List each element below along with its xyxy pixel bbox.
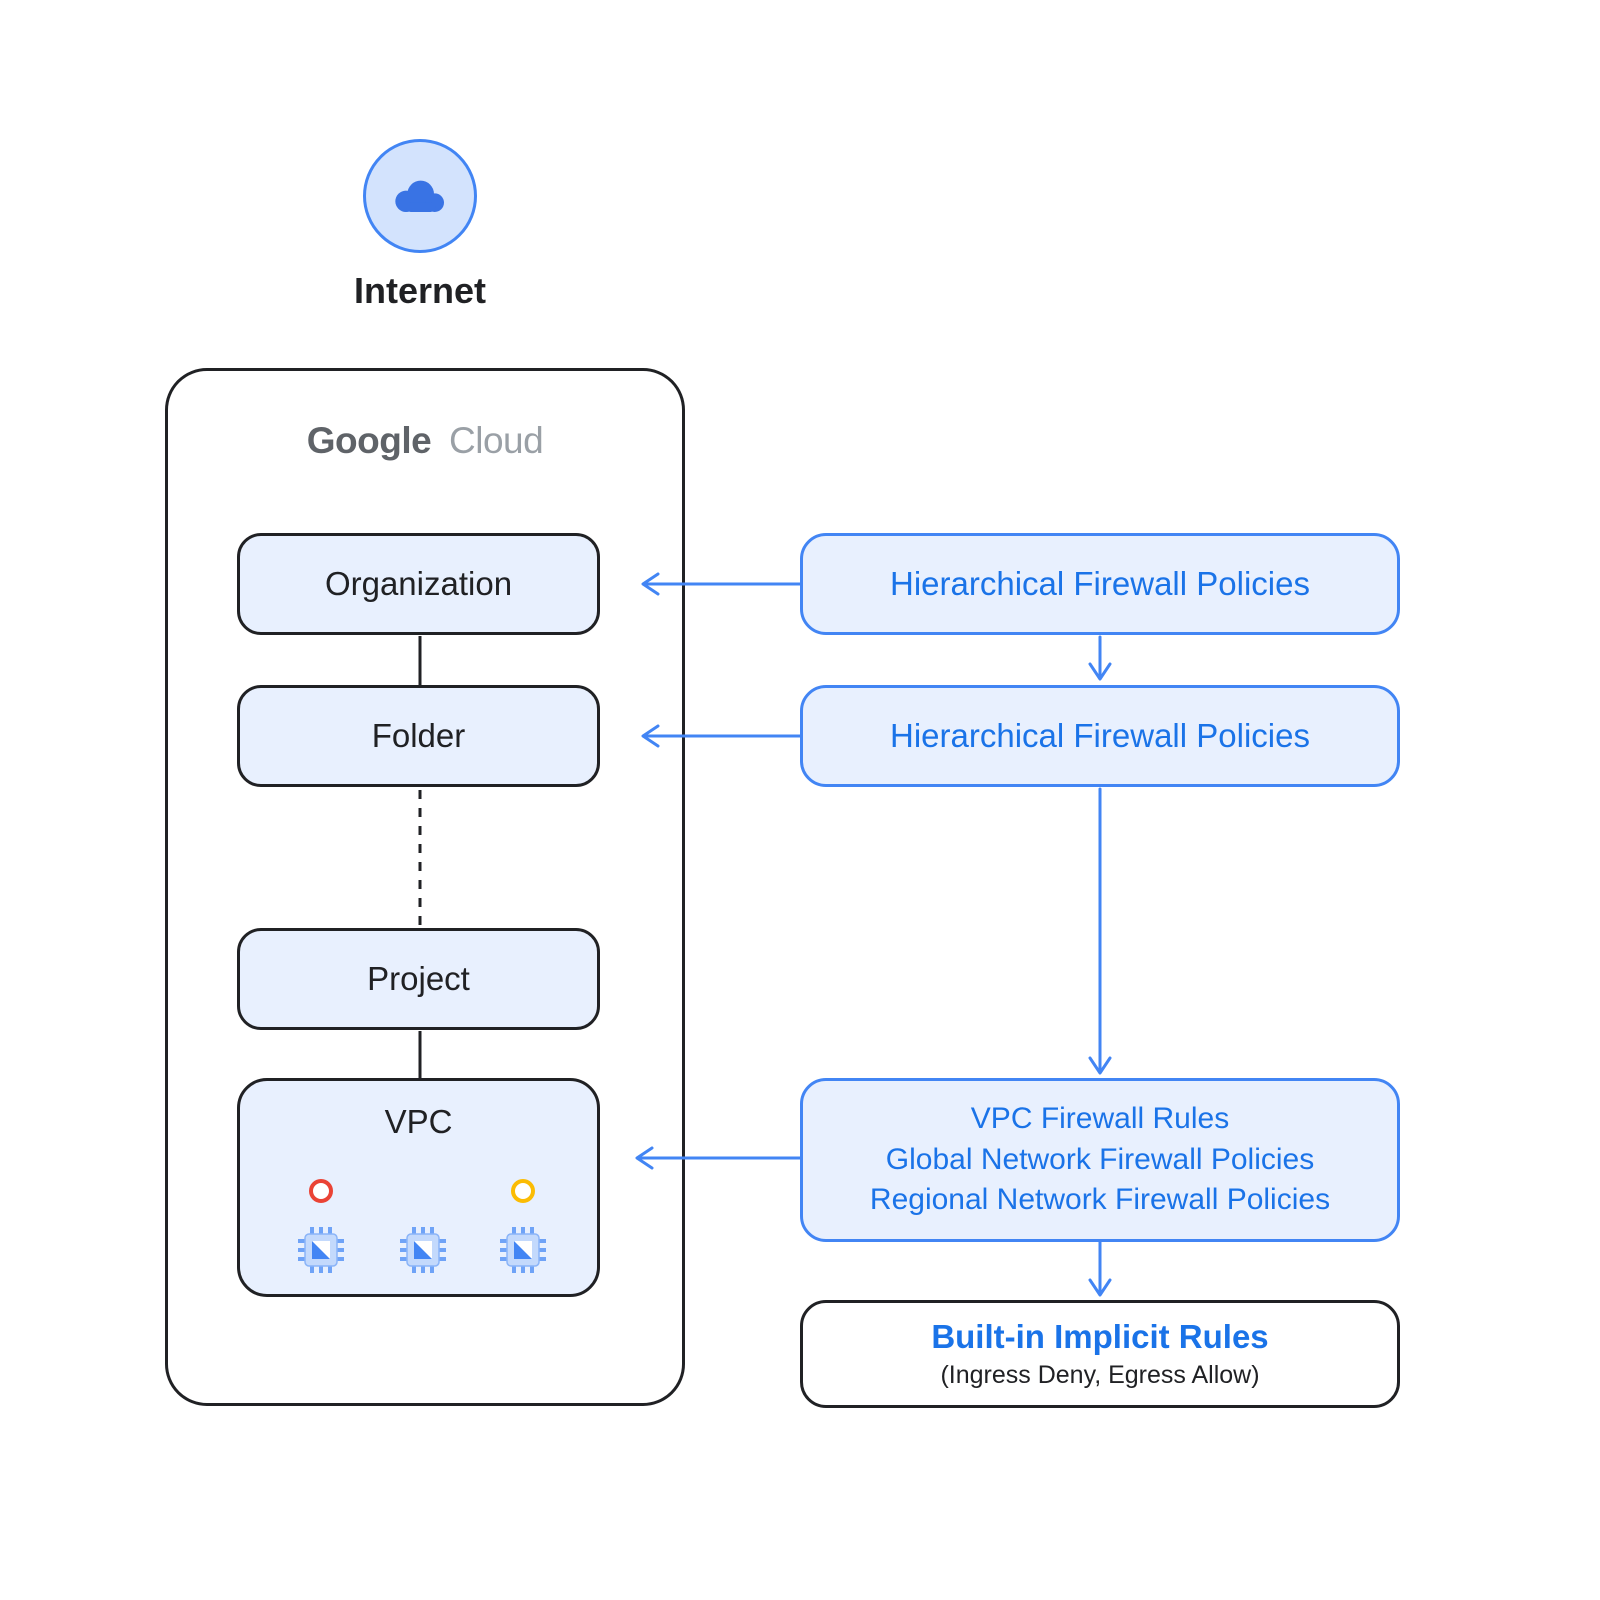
project-node: Project — [237, 928, 600, 1030]
builtin-implicit-rules-subtitle: (Ingress Deny, Egress Allow) — [940, 1361, 1260, 1389]
hierarchical-firewall-policies-label-1: Hierarchical Firewall Policies — [890, 565, 1310, 602]
organization-node: Organization — [237, 533, 600, 635]
vpc-firewall-rules-line-3: Regional Network Firewall Policies — [869, 1183, 1331, 1217]
project-label: Project — [367, 960, 470, 997]
hierarchical-firewall-policies-label-2: Hierarchical Firewall Policies — [890, 717, 1310, 754]
cloud-icon — [395, 180, 444, 212]
hierarchical-firewall-policies-box-1: Hierarchical Firewall Policies — [800, 533, 1400, 635]
folder-node: Folder — [237, 685, 600, 787]
brand-google: Google — [306, 420, 432, 461]
vpc-firewall-rules-line-2: Global Network Firewall Policies — [885, 1142, 1315, 1176]
vpc-node: VPC — [237, 1078, 600, 1297]
vpc-label: VPC — [384, 1103, 453, 1140]
folder-label: Folder — [371, 717, 466, 754]
yellow-status-circle-icon — [511, 1179, 535, 1203]
google-cloud-logo: Google Cloud — [165, 420, 685, 462]
vm-instance-icon — [500, 1227, 546, 1273]
builtin-implicit-rules-title: Built-in Implicit Rules — [931, 1318, 1269, 1355]
vpc-firewall-rules-box: VPC Firewall Rules Global Network Firewa… — [800, 1078, 1400, 1242]
red-status-circle-icon — [309, 1179, 333, 1203]
vpc-firewall-rules-line-1: VPC Firewall Rules — [970, 1101, 1230, 1135]
builtin-implicit-rules-box: Built-in Implicit Rules (Ingress Deny, E… — [800, 1300, 1400, 1408]
vm-instance-icon — [298, 1227, 344, 1273]
brand-cloud: Cloud — [449, 420, 544, 461]
vm-instance-icon — [400, 1227, 446, 1273]
internet-cloud-icon — [363, 139, 477, 253]
internet-label: Internet — [353, 270, 486, 311]
organization-label: Organization — [324, 565, 513, 602]
hierarchical-firewall-policies-box-2: Hierarchical Firewall Policies — [800, 685, 1400, 787]
